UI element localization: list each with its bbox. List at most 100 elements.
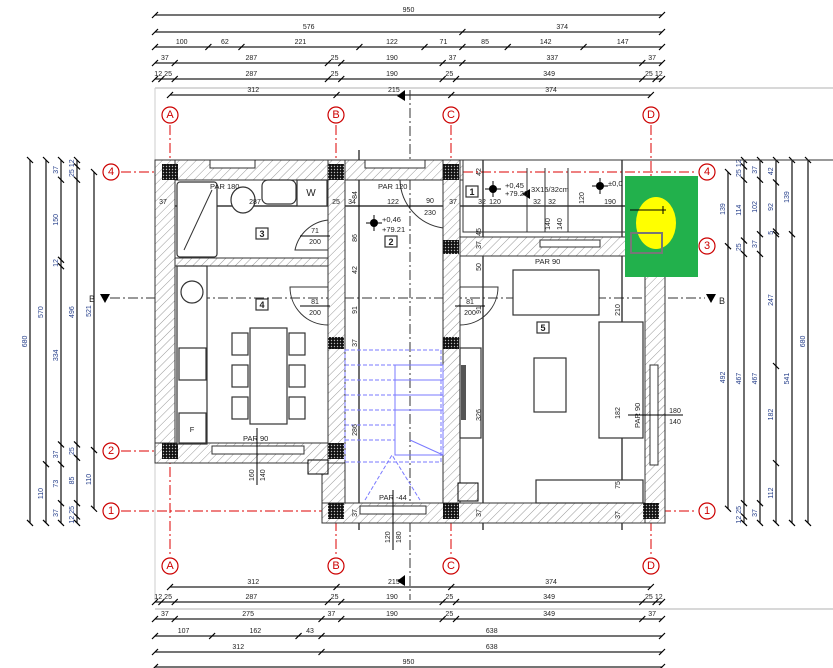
inner-dimension-hall: 37: [352, 339, 359, 347]
level-outside-relative: ±0,0: [608, 179, 623, 188]
dimension-tick: [458, 59, 466, 67]
svg-text:A: A: [166, 560, 174, 572]
stair-window-height: 180: [396, 531, 403, 543]
grid-bubbles: A B C D A B C D 4 2 1 4 3 1: [102, 106, 716, 575]
dimension-tick: [756, 176, 764, 184]
dimension-value: 25: [331, 55, 339, 62]
dimension-value: 680: [22, 336, 29, 348]
section-markers: B B: [89, 90, 725, 586]
inner-dimension-sofa: 37: [615, 511, 622, 519]
inner-dimension-horizontal: 32: [478, 199, 486, 206]
sofa: [512, 269, 600, 316]
dimension-value: 12: [69, 516, 76, 524]
dining-table: [249, 327, 288, 425]
grid-bubble-3-right: 3: [698, 237, 716, 255]
dimension-tick: [447, 583, 455, 591]
dimension-value: 25: [445, 594, 453, 601]
dimension-tick: [73, 513, 81, 520]
dimension-tick: [658, 28, 666, 36]
section-arrow-top-icon: [397, 90, 405, 101]
dimension-value: 374: [545, 579, 557, 586]
dimension-tick: [57, 156, 65, 164]
svg-text:1: 1: [108, 505, 114, 517]
svg-text:C: C: [447, 560, 455, 572]
dimension-tick: [652, 598, 660, 606]
annotations: PAR 180 PAR 120 PAR 90 PAR 90 PAR -44 PA…: [210, 178, 683, 550]
dimension-tick: [42, 519, 50, 527]
dimension-tick: [157, 75, 165, 83]
dimension-value: 62: [221, 39, 229, 46]
staircase: [344, 349, 444, 501]
dimension-tick: [324, 75, 332, 83]
dimension-tick: [324, 598, 332, 606]
par120-label: PAR 120: [378, 182, 407, 191]
dimension-tick: [658, 615, 666, 623]
inner-dimension-sofa: 75: [615, 481, 622, 489]
dimension-value: 102: [752, 201, 759, 213]
tv: [461, 365, 466, 420]
dimension-tick: [171, 615, 179, 623]
dimension-value: 576: [303, 24, 315, 31]
dimension-chain-right: 680: [800, 156, 812, 527]
dimension-tick: [452, 615, 460, 623]
highlight-marker: [636, 197, 676, 249]
dimension-value: 37: [53, 509, 60, 517]
dimension-tick: [740, 162, 748, 170]
inner-dimension-living: 326: [476, 409, 483, 421]
dimension-value: 541: [784, 373, 791, 385]
section-label-left: B: [89, 294, 95, 304]
dimension-tick: [658, 648, 666, 656]
svg-text:2: 2: [108, 445, 114, 457]
dimension-tick: [355, 43, 363, 51]
dimension-value: 150: [53, 214, 60, 226]
room-number-1: 1: [469, 187, 474, 197]
dimension-tick: [740, 250, 748, 258]
dimension-tick: [638, 75, 646, 83]
room-number-4: 4: [259, 300, 264, 310]
kitchen-window: [211, 445, 305, 455]
par90-kitchen-label: PAR 90: [243, 434, 268, 443]
grid-bubble-c-bottom: C: [442, 557, 460, 575]
level-marker-hall: [366, 215, 382, 231]
inner-dimension-porch: 140: [545, 218, 552, 230]
dimension-tick: [337, 615, 345, 623]
dimension-value: 374: [556, 24, 568, 31]
dimension-value: 37: [752, 166, 759, 174]
dimension-value: 25: [331, 594, 339, 601]
dimension-value: 337: [546, 55, 558, 62]
dimension-tick: [151, 75, 159, 83]
dimension-tick: [740, 176, 748, 184]
inner-dimension-living: 42: [476, 168, 483, 176]
washer-label: W: [306, 188, 316, 199]
dimension-value: 215: [388, 579, 400, 586]
dimension-value: 25: [69, 447, 76, 455]
dimension-value: 349: [543, 611, 555, 618]
bath-door: [294, 219, 329, 251]
dimension-value: 190: [386, 71, 398, 78]
dimension-value: 12: [736, 516, 743, 524]
grid-bubble-4-left: 4: [102, 163, 120, 181]
dimension-value: 190: [386, 611, 398, 618]
dimension-tick: [73, 519, 81, 527]
dimension-tick: [421, 43, 428, 51]
dimension-value: 25: [445, 611, 453, 618]
dimension-tick: [740, 513, 748, 520]
dimension-value: 37: [752, 240, 759, 248]
level-porch-absolute: +79.20: [505, 189, 528, 198]
dimension-value: 247: [768, 294, 775, 306]
level-hall-relative: +0,46: [382, 215, 401, 224]
dimension-tick: [504, 43, 512, 51]
living-window-height: 140: [669, 419, 681, 426]
dimension-tick: [73, 176, 81, 184]
dimension-tick: [652, 75, 660, 83]
kitchen-door: [289, 286, 329, 326]
entry-door: [399, 179, 444, 229]
chimney-left: [307, 459, 329, 475]
dimension-tick: [337, 598, 345, 606]
